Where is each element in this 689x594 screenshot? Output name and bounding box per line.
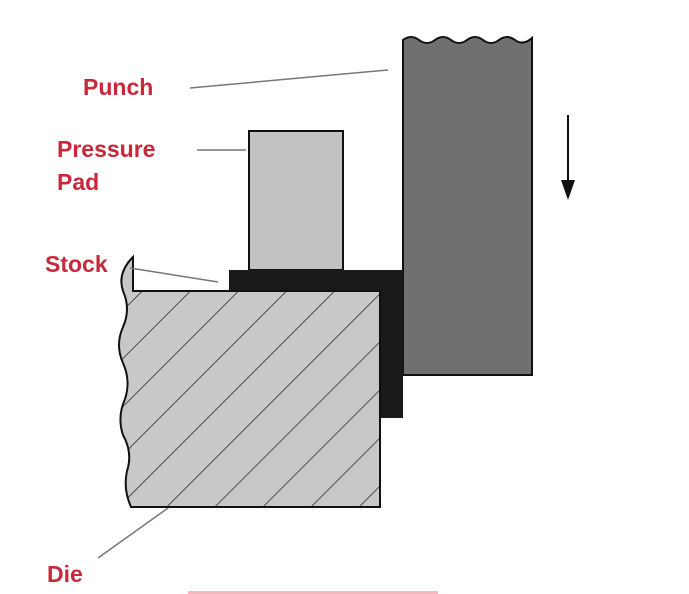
cropped-caption-fragment: [188, 591, 438, 594]
pressure-pad: [248, 130, 344, 271]
label-punch: Punch: [83, 74, 153, 100]
punch-leader: [189, 69, 389, 89]
label-pad: Pad: [57, 169, 99, 195]
stock: [229, 270, 403, 418]
stock-leader: [129, 267, 219, 283]
label-stock: Stock: [45, 251, 108, 277]
punch: [402, 35, 533, 376]
label-pressure: Pressure: [57, 136, 155, 162]
downward-arrow-icon: [561, 115, 575, 200]
label-die: Die: [47, 561, 83, 587]
die: [118, 254, 381, 508]
die-leader: [97, 507, 169, 559]
